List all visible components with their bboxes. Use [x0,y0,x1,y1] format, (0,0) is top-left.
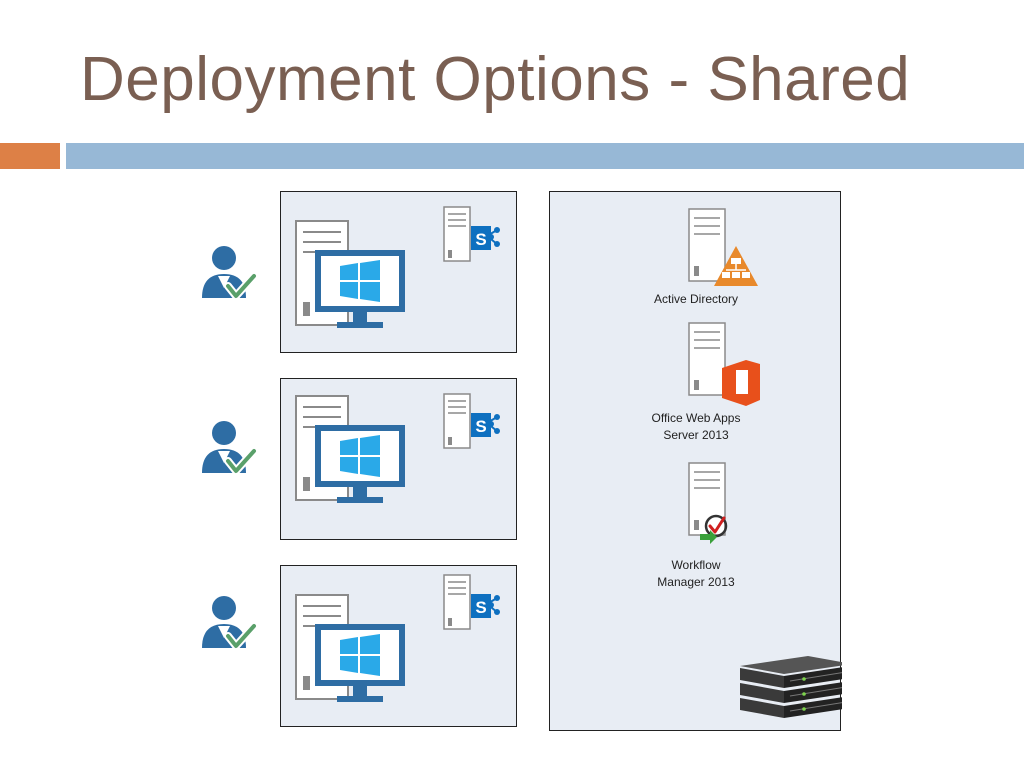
sharepoint-server-icon [443,206,501,262]
shared-services-box: Active Directory Office Web Apps Server … [549,191,842,731]
title-accent-bar-blue [66,143,1024,169]
active-directory-label: Active Directory [653,292,739,306]
user-check-icon [198,419,262,483]
title-accent-bar-orange [0,143,60,169]
workflow-manager-label: Workflow Manager 2013 [657,558,735,589]
vm-box [280,565,517,727]
vm-box [280,378,517,540]
active-directory-server-icon [688,208,758,286]
rack-servers-icon [740,656,842,718]
workflow-server-icon [688,462,728,544]
user-check-icon [198,594,262,658]
sharepoint-server-icon [443,393,501,449]
office-server-icon [688,322,760,406]
vm-box [280,191,517,353]
office-web-apps-label: Office Web Apps Server 2013 [651,411,741,442]
sharepoint-server-icon [443,574,501,630]
page-title: Deployment Options - Shared [80,45,911,114]
user-check-icon [198,244,262,308]
